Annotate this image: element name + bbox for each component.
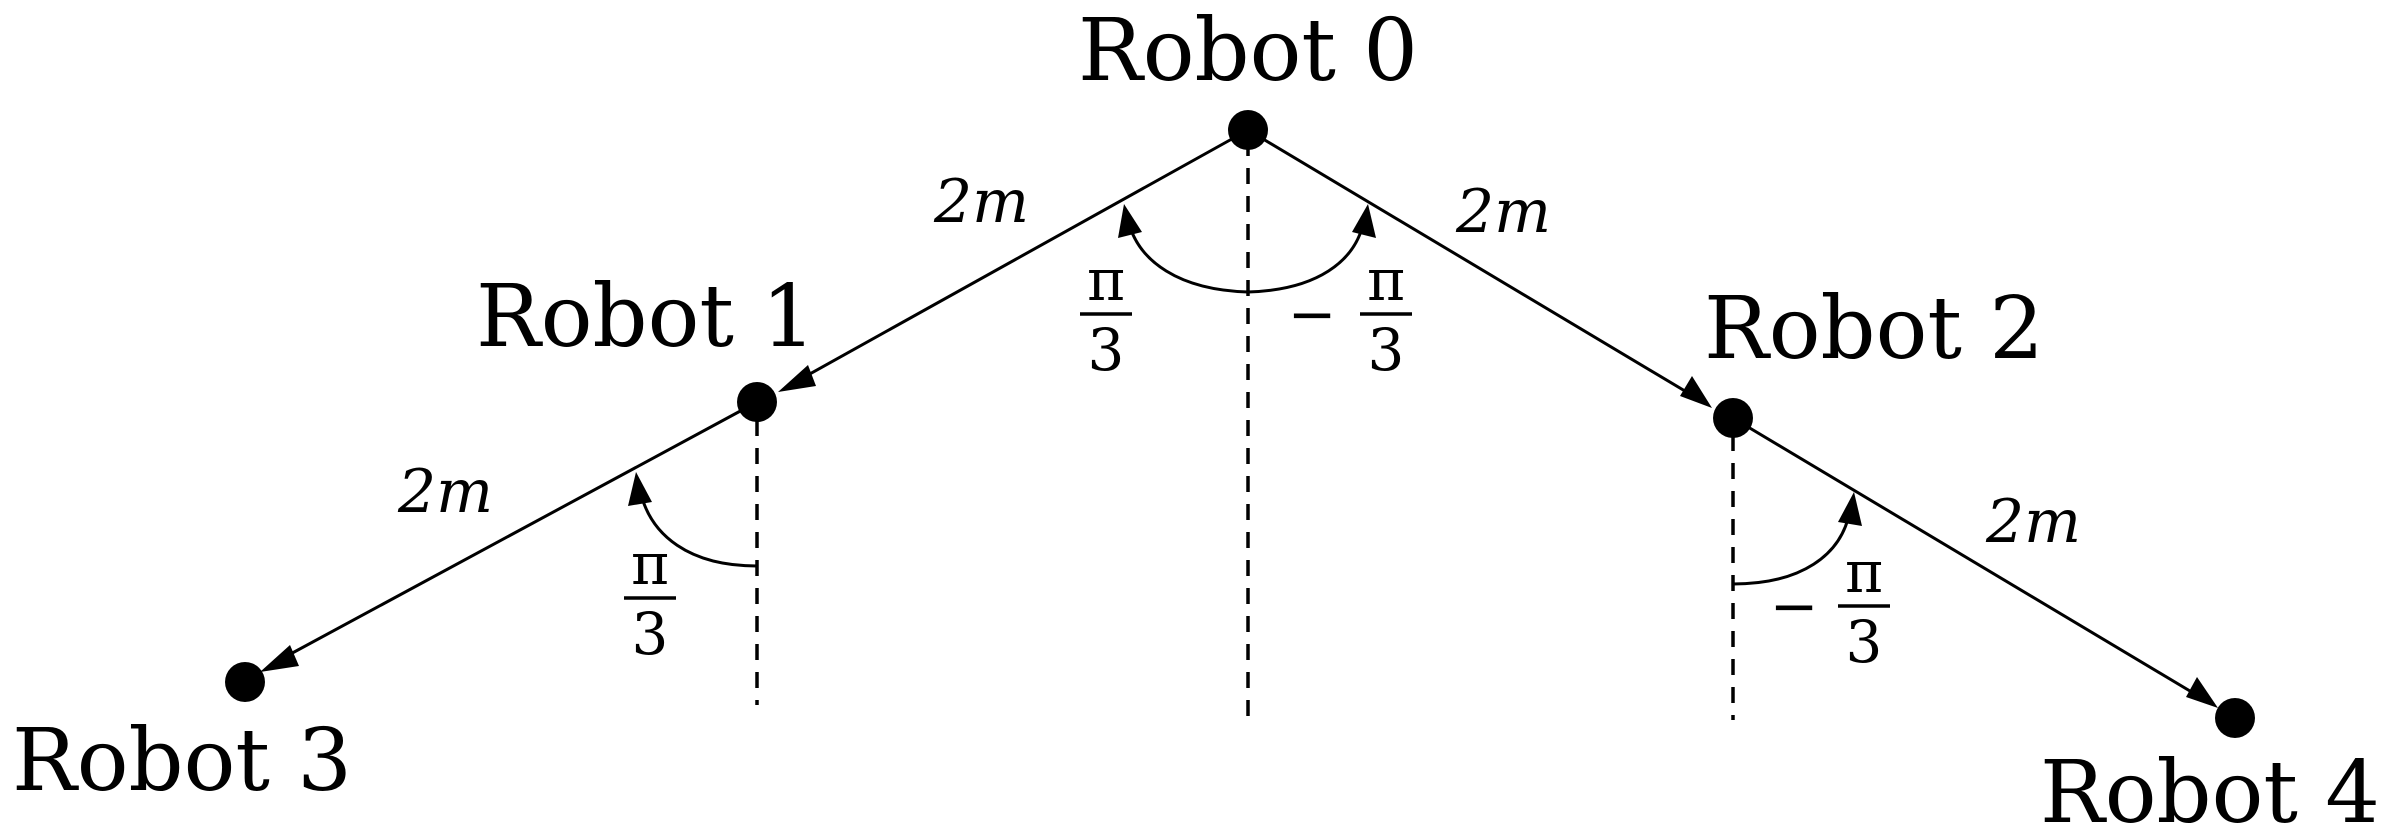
angle-denominator: 3: [1088, 316, 1125, 384]
angle-arc-robot-2: [1732, 509, 1852, 586]
angle-numerator: π: [1845, 538, 1883, 606]
arrowhead-robot-1: [778, 365, 816, 392]
angle-arrowhead-robot-1: [628, 472, 652, 506]
angle-label-robot-1: π 3: [624, 530, 676, 668]
angle-denominator: 3: [1846, 608, 1883, 676]
angle-label-robot-0-left: π 3: [1080, 246, 1132, 384]
robot-4-node: [2215, 698, 2255, 738]
angle-denominator: 3: [1368, 316, 1405, 384]
angle-sign: −: [1770, 572, 1819, 640]
angle-numerator: π: [631, 530, 669, 598]
angle-arrowhead-robot-0-left: [1118, 204, 1142, 238]
arrowhead-robot-4: [2186, 677, 2218, 708]
edge-0-to-1: [789, 128, 1249, 387]
angle-sign: −: [1288, 280, 1337, 348]
robot-2-label: Robot 2: [1704, 279, 2044, 379]
robot-3-node: [225, 662, 265, 702]
angle-arc-robot-0-left: [1126, 219, 1249, 294]
angle-label-robot-0-right: − π 3: [1288, 246, 1412, 384]
angle-numerator: π: [1367, 246, 1405, 314]
arrowhead-robot-2: [1680, 376, 1712, 408]
robot-4-label: Robot 4: [2040, 743, 2380, 840]
edge-0-to-2: [1247, 128, 1701, 402]
edge-2-to-4: [1732, 416, 2206, 702]
robot-1-label: Robot 1: [476, 267, 816, 367]
robot-0-label: Robot 0: [1078, 1, 1418, 101]
robot-1-node: [737, 382, 777, 422]
distance-label-2-4: 2m: [1985, 487, 2081, 557]
angle-arc-robot-1: [638, 489, 758, 568]
distance-label-0-2: 2m: [1455, 177, 1551, 247]
robot-0-node: [1228, 110, 1268, 150]
distance-label-0-1: 2m: [933, 167, 1029, 237]
robot-3-label: Robot 3: [12, 711, 352, 811]
edge-1-to-3: [271, 400, 758, 666]
angle-arrowhead-robot-0-right: [1352, 204, 1376, 238]
angle-label-robot-2: − π 3: [1770, 538, 1890, 676]
robot-2-node: [1713, 398, 1753, 438]
angle-denominator: 3: [632, 600, 669, 668]
angle-arrowhead-robot-2: [1838, 492, 1862, 526]
arrowhead-robot-3: [260, 645, 299, 672]
angle-numerator: π: [1087, 246, 1125, 314]
distance-label-1-3: 2m: [397, 457, 493, 527]
